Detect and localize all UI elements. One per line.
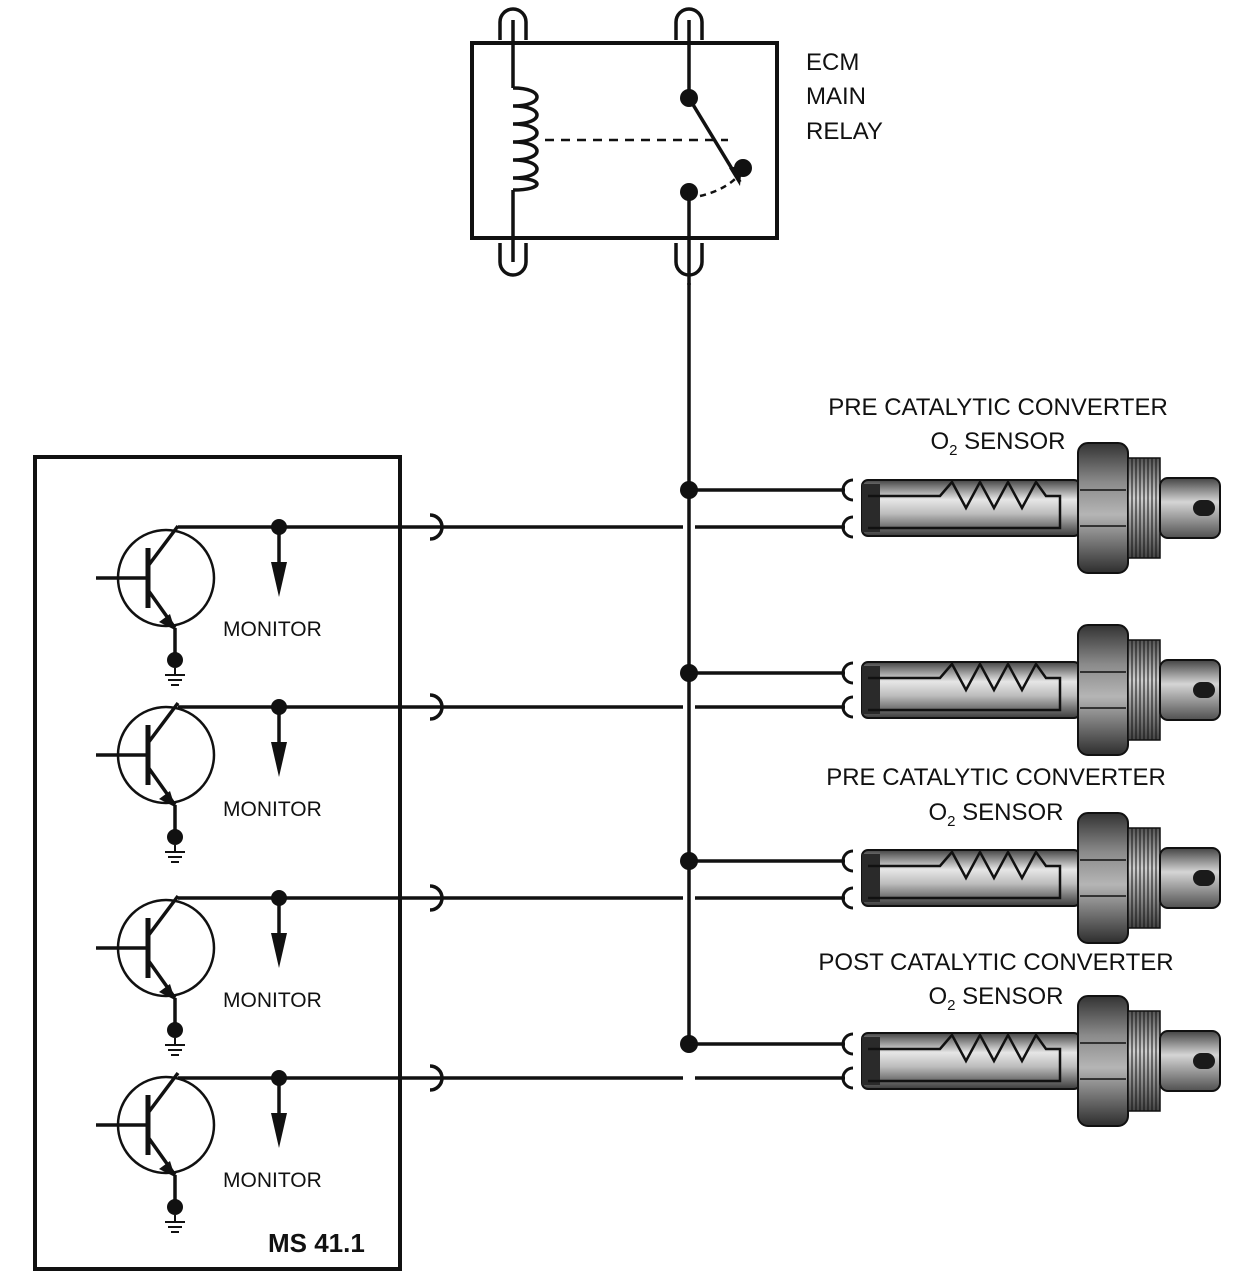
- channel-2: MONITOR: [96, 624, 1221, 863]
- heater-element-1-icon: [868, 479, 1062, 530]
- relay-terminal-30: [674, 7, 704, 40]
- sensor-tip-2: [1159, 659, 1221, 721]
- relay-housing: [470, 41, 779, 240]
- monitor-label-2: MONITOR: [223, 798, 322, 821]
- ground-3-icon: [165, 1038, 185, 1056]
- sensor-tip-3: [1159, 847, 1221, 909]
- heater-element-2-icon: [868, 661, 1062, 712]
- ground-2-icon: [165, 845, 185, 863]
- o2-sensor-2: [841, 624, 1221, 756]
- relay-label-line-3: RELAY: [806, 118, 883, 145]
- transistor-1-icon: [96, 524, 216, 686]
- sensor-labels: PRE CATALYTIC CONVERTER O2 SENSOR PRE CA…: [818, 394, 1173, 1014]
- relay-label-line-1: ECM: [806, 49, 859, 76]
- monitor-label-4: MONITOR: [223, 1169, 322, 1192]
- monitor-arrow-1-icon: [271, 562, 287, 597]
- transistor-4-icon: [96, 1071, 216, 1233]
- ecm-main-relay: ECM MAIN RELAY: [470, 7, 883, 285]
- channel-4: MONITOR: [96, 995, 1221, 1233]
- o2-sensor-3: [841, 812, 1221, 944]
- relay-terminal-86: [498, 7, 528, 40]
- ground-1-icon: [165, 668, 185, 686]
- ground-4-icon: [165, 1215, 185, 1233]
- monitor-arrow-2-icon: [271, 742, 287, 777]
- hex-nut-1: [1077, 442, 1129, 574]
- sensor-4-subtitle: O2 SENSOR: [928, 983, 1063, 1014]
- sensor-3-title: PRE CATALYTIC CONVERTER: [826, 764, 1166, 791]
- sensor-1-subtitle: O2 SENSOR: [930, 428, 1065, 459]
- transistor-3-icon: [96, 894, 216, 1056]
- monitor-arrow-4-icon: [271, 1113, 287, 1148]
- sensor-3-subtitle: O2 SENSOR: [928, 799, 1063, 830]
- heater-channels: MONITOR MONITOR MONITOR MONITOR: [96, 442, 1221, 1233]
- hex-nut-3: [1077, 812, 1129, 944]
- monitor-label-3: MONITOR: [223, 989, 322, 1012]
- sensor-tip-1: [1159, 477, 1221, 539]
- monitor-arrow-3-icon: [271, 933, 287, 968]
- relay-switch-icon: [545, 20, 752, 285]
- ecu-ms41: MS 41.1: [33, 455, 402, 1271]
- sensor-tip-4: [1159, 1030, 1221, 1092]
- channel-1: MONITOR: [96, 442, 1221, 686]
- ecu-housing: [33, 455, 402, 1271]
- o2-sensor-4: [841, 995, 1221, 1127]
- heater-element-4-icon: [868, 1032, 1062, 1083]
- relay-coil-icon: [511, 20, 539, 262]
- heater-element-3-icon: [868, 849, 1062, 900]
- hex-nut-2: [1077, 624, 1129, 756]
- sensor-1-title: PRE CATALYTIC CONVERTER: [828, 394, 1168, 421]
- monitor-label-1: MONITOR: [223, 618, 322, 641]
- relay-terminal-85: [498, 243, 528, 277]
- hex-nut-4: [1077, 995, 1129, 1127]
- sensor-4-title: POST CATALYTIC CONVERTER: [818, 949, 1173, 976]
- transistor-2-icon: [96, 701, 216, 863]
- channel-3: MONITOR: [96, 812, 1221, 1056]
- relay-label-line-2: MAIN: [806, 83, 866, 110]
- ecu-label: MS 41.1: [268, 1228, 365, 1258]
- o2-sensor-1: [841, 442, 1221, 574]
